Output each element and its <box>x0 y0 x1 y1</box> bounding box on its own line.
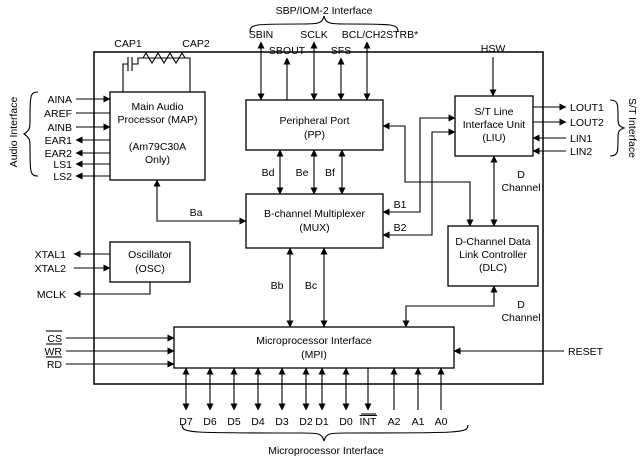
channel-ba: Ba <box>190 207 203 219</box>
pin-d5: D5 <box>227 416 241 428</box>
liu-label-2: Interface Unit <box>463 119 526 131</box>
mpi-label-1: Microprocessor Interface <box>256 335 372 347</box>
dlc-block: D-Channel Data Link Controller (DLC) <box>447 225 539 287</box>
cap1-pin: CAP1 <box>114 38 142 50</box>
pin-mclk: MCLK <box>37 289 66 301</box>
bottom-interface-title: Microprocessor Interface <box>268 445 384 457</box>
channel-bd: Bd <box>262 167 275 179</box>
mpi-block: Microprocessor Interface (MPI) <box>173 326 455 369</box>
top-brace <box>249 15 399 33</box>
channel-bf: Bf <box>325 167 335 179</box>
pp-block: Peripheral Port (PP) <box>245 99 384 151</box>
pin-a1: A1 <box>412 416 425 428</box>
channel-b1: B1 <box>394 199 407 211</box>
pin-d7: D7 <box>179 416 193 428</box>
pin-lin1: LIN1 <box>570 133 592 145</box>
pin-rd: RD <box>47 359 63 371</box>
pin-a0: A0 <box>435 416 448 428</box>
map-label-3: (Am79C30A <box>129 141 186 153</box>
left-interface-title: Audio Interface <box>8 97 20 168</box>
channel-be: Be <box>296 167 309 179</box>
pin-a2: A2 <box>388 416 401 428</box>
pin-reset: RESET <box>568 346 604 358</box>
dlc-label-3: (DLC) <box>479 262 507 274</box>
pin-xtal2: XTAL2 <box>35 263 66 275</box>
right-interface-title: S/T Interface <box>626 98 638 158</box>
audio-pin-lines <box>75 95 111 180</box>
pin-d3: D3 <box>275 416 289 428</box>
pin-sbout: SBOUT <box>269 45 306 57</box>
pin-ls2: LS2 <box>53 171 72 183</box>
liu-label-3: (LIU) <box>482 132 505 144</box>
pin-bcl-ch2strb: BCL/CH2STRB* <box>342 29 418 41</box>
pin-cs: CS <box>47 333 62 345</box>
map-block: Main Audio Processor (MAP) (Am79C30A Onl… <box>109 91 206 181</box>
channel-d-lower-2: Channel <box>501 312 540 324</box>
pin-lout2: LOUT2 <box>570 117 604 129</box>
top-interface-title: SBP/IOM-2 Interface <box>276 5 373 17</box>
liu-label-1: S/T Line <box>475 106 514 118</box>
osc-pin-lines <box>73 250 151 298</box>
mux-block: B-channel Multiplexer (MUX) <box>245 193 384 249</box>
pin-xtal1: XTAL1 <box>35 249 66 261</box>
pin-aref: AREF <box>44 108 72 120</box>
osc-label-1: Oscillator <box>128 249 172 261</box>
internal-connections <box>153 114 498 328</box>
st-pin-lines <box>532 103 567 155</box>
liu-block: S/T Line Interface Unit (LIU) <box>454 95 534 157</box>
pin-ainb: AINB <box>47 122 72 134</box>
left-brace <box>23 91 39 177</box>
map-label-2: Processor (MAP) <box>118 114 198 126</box>
ctrl-pin-lines <box>46 330 175 368</box>
pin-sfs: SFS <box>331 45 351 57</box>
pin-ear1: EAR1 <box>45 135 73 147</box>
pin-d2: D2 <box>299 416 313 428</box>
pin-d0: D0 <box>339 416 353 428</box>
capacitor-resistor-network <box>122 51 191 92</box>
dlc-label-2: Link Controller <box>459 249 527 261</box>
pin-sbin: SBIN <box>249 29 274 41</box>
pp-label-2: (PP) <box>304 129 325 141</box>
pin-d4: D4 <box>251 416 265 428</box>
dlc-label-1: D-Channel Data <box>455 236 530 248</box>
mux-label-1: B-channel Multiplexer <box>264 208 365 220</box>
channel-b2: B2 <box>394 222 407 234</box>
pp-label-1: Peripheral Port <box>279 115 349 127</box>
pin-int: INT <box>360 416 378 428</box>
pin-ls1: LS1 <box>53 159 72 171</box>
pin-d6: D6 <box>203 416 217 428</box>
sbp-pin-lines <box>257 41 371 101</box>
pin-sclk: SCLK <box>300 29 327 41</box>
channel-d-upper-2: Channel <box>501 182 540 194</box>
bottom-brace <box>181 424 469 442</box>
channel-d-lower-1: D <box>517 299 525 311</box>
channel-bc: Bc <box>305 280 317 292</box>
osc-label-2: (OSC) <box>135 263 165 275</box>
pin-lout1: LOUT1 <box>570 102 604 114</box>
channel-bb: Bb <box>271 280 284 292</box>
channel-d-upper-1: D <box>517 169 525 181</box>
mux-label-2: (MUX) <box>299 222 329 234</box>
pin-ear2: EAR2 <box>45 148 73 160</box>
pin-d1: D1 <box>315 416 329 428</box>
pin-hsw: HSW <box>481 43 506 55</box>
cap2-pin: CAP2 <box>182 38 210 50</box>
map-label-1: Main Audio <box>132 101 184 113</box>
pin-lin2: LIN2 <box>570 146 592 158</box>
right-brace <box>609 99 626 157</box>
pin-aina: AINA <box>47 94 72 106</box>
bus-pin-lines <box>182 367 445 415</box>
map-label-4: Only) <box>145 154 170 166</box>
osc-block: Oscillator (OSC) <box>109 241 191 283</box>
pin-wr: WR <box>45 346 63 358</box>
mpi-label-2: (MPI) <box>301 349 327 361</box>
